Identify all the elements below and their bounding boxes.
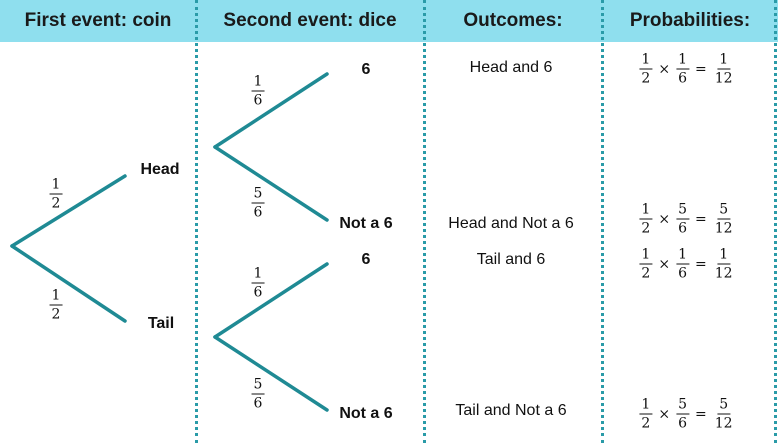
branch-tail-not-six xyxy=(213,335,329,412)
outcome-4: Tail and Not a 6 xyxy=(455,402,567,419)
column-divider-3 xyxy=(601,0,604,443)
column-divider-1 xyxy=(195,0,198,443)
outcome-2: Head and Not a 6 xyxy=(448,215,574,232)
label-head-not-six: Not a 6 xyxy=(339,215,393,232)
label-tail-six: 6 xyxy=(361,251,371,268)
label-tail-not-six: Not a 6 xyxy=(339,405,393,422)
label-head: Head xyxy=(140,161,180,178)
header-first-event: First event: coin xyxy=(24,10,172,31)
label-tail: Tail xyxy=(147,315,175,332)
outcome-3: Tail and 6 xyxy=(476,251,546,268)
column-divider-2 xyxy=(423,0,426,443)
header-bar xyxy=(0,0,778,42)
branch-tail-six xyxy=(213,262,329,339)
header-second-event: Second event: dice xyxy=(223,10,397,31)
branch-coin-tail xyxy=(10,244,127,323)
label-head-six: 6 xyxy=(361,61,371,78)
column-divider-4 xyxy=(774,0,777,443)
header-probabilities: Probabilities: xyxy=(629,10,751,31)
branch-head-not-six xyxy=(213,145,329,222)
header-outcomes: Outcomes: xyxy=(463,10,563,31)
outcome-1: Head and 6 xyxy=(469,59,553,76)
branch-coin-head xyxy=(10,174,127,248)
branch-head-six xyxy=(213,72,329,149)
